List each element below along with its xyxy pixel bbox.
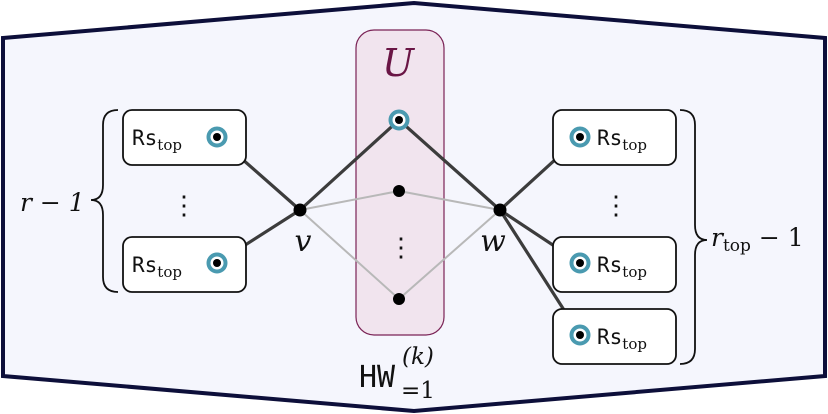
bottom-label-sub: =1 xyxy=(401,378,435,404)
rs-label-right-bottom: Rstop xyxy=(597,325,647,353)
rs-label-left-top: Rstop xyxy=(132,126,182,154)
ringed-vertex-right-mid xyxy=(569,252,591,274)
rs-box-left-bottom xyxy=(122,236,247,293)
vertex-w-label: w xyxy=(480,224,506,259)
rs-label-main: Rs xyxy=(132,253,157,277)
dots-u: ⋮ xyxy=(388,233,414,263)
bottom-label-sup: (k) xyxy=(402,344,434,370)
vertex-v-label: v xyxy=(295,224,312,259)
rs-label-sub: top xyxy=(622,335,647,353)
rs-label-sub: top xyxy=(622,136,647,154)
rs-box-left-top xyxy=(122,109,247,166)
rs-box-right-top xyxy=(552,109,677,166)
left-brace xyxy=(90,109,119,293)
ringed-vertex-left-bottom xyxy=(206,252,228,274)
edge-v-u-top xyxy=(298,118,401,212)
vertex-v xyxy=(293,203,307,217)
set-u-label: U xyxy=(382,41,416,85)
vertex-u-bottom xyxy=(393,293,405,305)
vertex-w xyxy=(493,203,507,217)
right-count-sub: top xyxy=(723,236,751,256)
right-count-tail: − 1 xyxy=(751,223,804,252)
edge-v-u-bottom xyxy=(299,209,400,300)
rs-label-main: Rs xyxy=(597,253,622,277)
right-count-label: rtop − 1 xyxy=(711,223,804,256)
set-u-region xyxy=(355,29,445,336)
rs-label-right-mid: Rstop xyxy=(597,253,647,281)
rs-label-sub: top xyxy=(622,263,647,281)
ringed-vertex-u-top xyxy=(388,109,410,131)
rs-label-sub: top xyxy=(157,136,182,154)
edge-w-u-bottom xyxy=(398,209,501,300)
ringed-vertex-left-top xyxy=(206,126,228,148)
bottom-label-main: HW xyxy=(359,360,396,395)
ringed-vertices xyxy=(206,109,591,346)
rs-box-right-mid xyxy=(552,236,677,293)
rs-label-sub: top xyxy=(157,263,182,281)
right-count-main: r xyxy=(711,223,725,252)
right-brace xyxy=(679,109,708,365)
dots-left: ⋮ xyxy=(171,191,197,221)
ringed-vertex-right-bottom xyxy=(569,324,591,346)
rs-box-right-bottom xyxy=(552,308,677,365)
left-count-label: r − 1 xyxy=(20,188,85,217)
edge-w-u-top xyxy=(397,118,502,212)
rs-label-right-top: Rstop xyxy=(597,126,647,154)
ringed-vertex-right-top xyxy=(569,126,591,148)
rs-label-main: Rs xyxy=(597,126,622,150)
rs-label-main: Rs xyxy=(597,325,622,349)
edge-w-u-mid xyxy=(398,190,501,211)
rs-label-main: Rs xyxy=(132,126,157,150)
edge-v-u-mid xyxy=(299,190,400,211)
rs-label-left-bottom: Rstop xyxy=(132,253,182,281)
dots-right: ⋮ xyxy=(603,191,629,221)
vertex-u-mid xyxy=(393,185,405,197)
